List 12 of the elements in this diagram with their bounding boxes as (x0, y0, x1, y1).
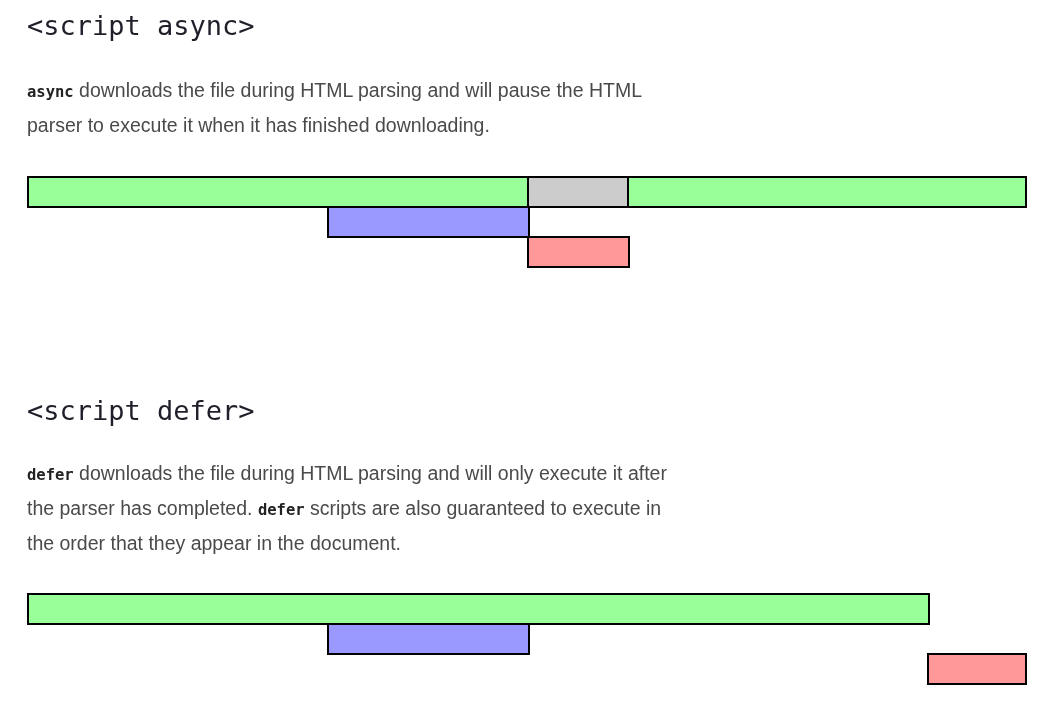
timeline-bar (627, 176, 1027, 208)
timeline-bar (927, 653, 1027, 685)
timeline-bar (327, 206, 530, 238)
timeline-bar (527, 236, 630, 268)
timeline-bar (27, 593, 930, 625)
timeline-bar (327, 623, 530, 655)
timeline-bar (527, 176, 630, 208)
timeline-bar (27, 176, 530, 208)
heading: <script defer> (27, 394, 255, 428)
paragraph: async downloads the file during HTML parsing and will pause the HTML parser to execute it when it has finished downloading. (27, 78, 643, 138)
paragraph: defer downloads the file during HTML parsing and will only execute it after the parser has completed. defer scripts are also guaranteed to execute in the order that they appear in the document. (27, 461, 668, 556)
heading: <script async> (27, 9, 255, 43)
